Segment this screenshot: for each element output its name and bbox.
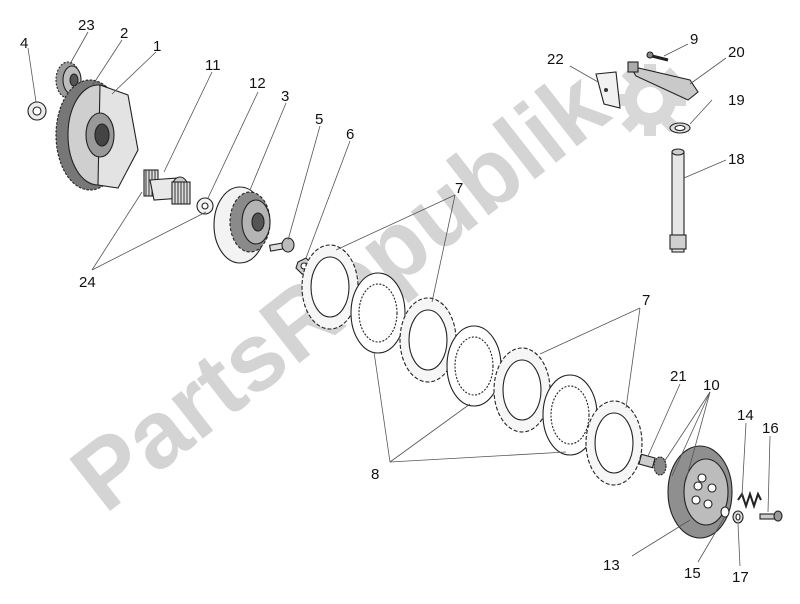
part-22-plate <box>595 71 621 109</box>
part-17-washer <box>732 510 744 524</box>
friction-plate-1 <box>301 244 359 330</box>
friction-plate-2 <box>399 297 457 383</box>
steel-plate-2 <box>446 325 502 407</box>
part-19-seal <box>669 122 691 134</box>
part-14-spring <box>737 490 762 510</box>
part-15-washer <box>720 506 730 518</box>
part-24-bushing <box>149 176 191 205</box>
callout-24: 24 <box>79 274 96 291</box>
callout-9: 9 <box>690 31 698 48</box>
gear-logo-icon <box>614 64 686 136</box>
callout-20: 20 <box>728 44 745 61</box>
callout-19: 19 <box>728 92 745 109</box>
callout-15: 15 <box>684 565 701 582</box>
callout-12: 12 <box>249 75 266 92</box>
callout-7-bottom: 7 <box>642 292 650 309</box>
clutch-plate-stack <box>301 244 643 486</box>
callout-5: 5 <box>315 111 323 128</box>
part-9-screw <box>646 51 669 62</box>
part-13-pressure-plate <box>667 445 733 539</box>
friction-plate-3 <box>493 347 551 433</box>
callout-11: 11 <box>205 57 221 74</box>
steel-plate-3 <box>542 374 598 456</box>
part-16-bolt <box>759 510 783 522</box>
callout-14: 14 <box>737 407 754 424</box>
part-20-release-lever <box>627 61 699 101</box>
callout-22: 22 <box>547 51 564 68</box>
part-21-bearing <box>638 453 667 476</box>
callout-23: 23 <box>78 17 95 34</box>
callout-18: 18 <box>728 151 745 168</box>
callout-1: 1 <box>153 38 161 55</box>
part-5-bolt <box>268 237 295 253</box>
part-18-release-shaft <box>669 148 687 253</box>
callout-10: 10 <box>703 377 720 394</box>
leader-lines <box>27 31 771 567</box>
callout-3: 3 <box>281 88 289 105</box>
callout-21: 21 <box>670 368 687 385</box>
callout-8: 8 <box>371 466 379 483</box>
callout-labels: 4 23 2 1 11 12 3 5 6 24 7 7 8 21 10 14 1… <box>20 17 779 586</box>
part-12-thrust-washer <box>196 197 214 215</box>
callout-13: 13 <box>603 557 620 574</box>
callout-17: 17 <box>732 569 749 586</box>
part-3-clutch-hub <box>213 186 271 264</box>
callout-16: 16 <box>762 420 779 437</box>
callout-4: 4 <box>20 35 28 52</box>
part-1-clutch-housing <box>55 79 139 191</box>
callout-6: 6 <box>346 126 354 143</box>
part-4-washer <box>27 101 47 121</box>
friction-plate-4 <box>585 400 643 486</box>
callout-7-top: 7 <box>455 180 463 197</box>
steel-plate-1 <box>350 272 406 354</box>
callout-2: 2 <box>120 25 128 42</box>
